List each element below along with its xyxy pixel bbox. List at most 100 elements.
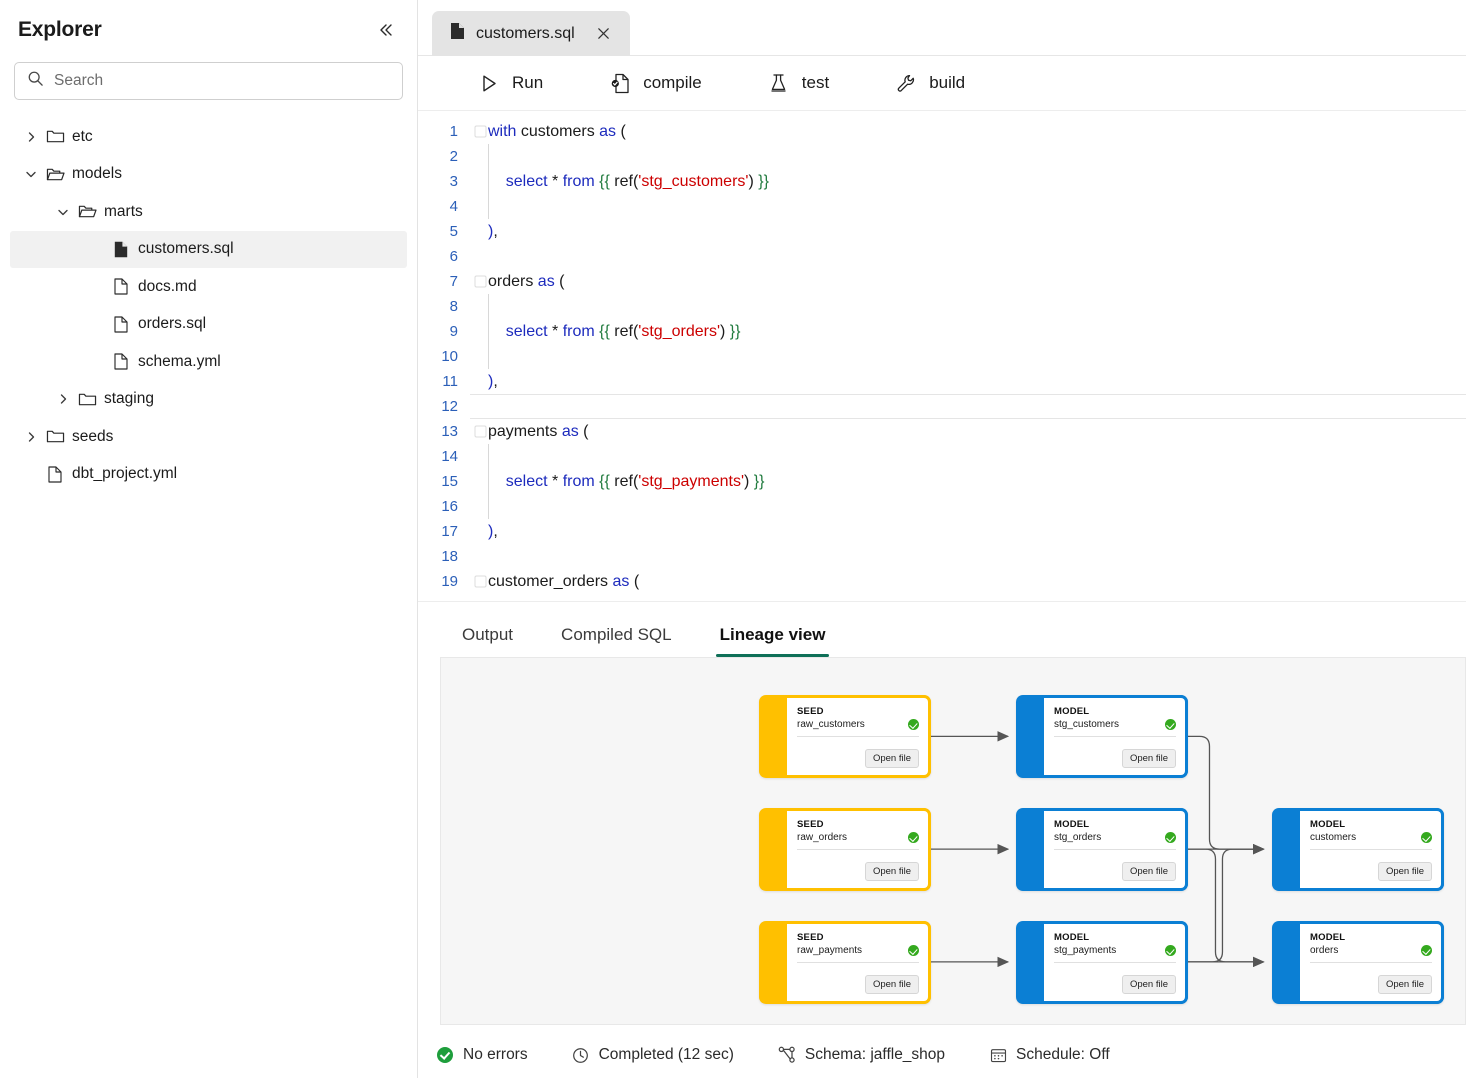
status-label: Schema: jaffle_shop: [804, 1046, 946, 1063]
chevron-right-icon[interactable]: [52, 391, 74, 407]
status-check-icon: [1165, 832, 1176, 843]
status-check-icon: [908, 945, 919, 956]
compile-button[interactable]: compile: [595, 66, 716, 100]
node-footer: Open file: [1310, 975, 1432, 994]
open-file-button[interactable]: Open file: [1121, 862, 1176, 881]
node-name: raw_orders: [797, 832, 848, 843]
results-tab-compiled-sql[interactable]: Compiled SQL: [561, 625, 672, 644]
run-button[interactable]: Run: [464, 66, 557, 100]
lineage-node-stg_customers[interactable]: MODEL stg_customers Open file: [1016, 695, 1188, 778]
line-number: 16: [441, 498, 458, 515]
build-button[interactable]: build: [881, 66, 979, 100]
chevron-down-icon[interactable]: [20, 166, 42, 182]
node-name-row: stg_payments: [1054, 945, 1176, 956]
search-input[interactable]: [54, 72, 390, 90]
code-line[interactable]: 11),: [418, 369, 1466, 394]
lineage-graph[interactable]: SEED raw_customers Open file SEED raw_or…: [440, 657, 1466, 1025]
chevron-down-icon[interactable]: [52, 204, 74, 220]
node-type: SEED: [797, 819, 824, 830]
play-icon: [478, 72, 500, 94]
tab-customers-sql[interactable]: customers.sql: [432, 11, 630, 56]
status-item-no[interactable]: No errors: [436, 1046, 528, 1064]
open-file-button[interactable]: Open file: [1121, 749, 1176, 768]
open-file-button[interactable]: Open file: [864, 749, 919, 768]
node-body: MODEL stg_orders Open file: [1044, 808, 1188, 891]
lineage-node-raw_payments[interactable]: SEED raw_payments Open file: [759, 921, 931, 1004]
lineage-node-raw_orders[interactable]: SEED raw_orders Open file: [759, 808, 931, 891]
code-line[interactable]: 15 select * from {{ ref('stg_payments') …: [418, 469, 1466, 494]
tree-item-docs-md[interactable]: docs.md: [10, 268, 407, 306]
lineage-node-stg_payments[interactable]: MODEL stg_payments Open file: [1016, 921, 1188, 1004]
status-item-completed[interactable]: Completed (12 sec): [572, 1046, 734, 1064]
open-file-button[interactable]: Open file: [864, 862, 919, 881]
node-divider: [1310, 962, 1432, 963]
node-footer: Open file: [797, 862, 919, 881]
tree-item-marts[interactable]: marts: [10, 193, 407, 231]
status-item-schema[interactable]: Schema: jaffle_shop: [778, 1046, 945, 1064]
chevron-right-icon[interactable]: [20, 129, 42, 145]
folder-icon: [74, 391, 100, 408]
lineage-node-stg_orders[interactable]: MODEL stg_orders Open file: [1016, 808, 1188, 891]
tree-item-dbt-project-yml[interactable]: dbt_project.yml: [10, 456, 407, 494]
code-text: ),: [488, 372, 498, 390]
search-box[interactable]: [14, 62, 403, 100]
lineage-node-orders[interactable]: MODEL orders Open file: [1272, 921, 1444, 1004]
open-file-button[interactable]: Open file: [1121, 975, 1176, 994]
fold-toggle-icon[interactable]: [474, 125, 488, 139]
fold-toggle-icon[interactable]: [474, 575, 488, 589]
code-line[interactable]: 5),: [418, 219, 1466, 244]
code-line[interactable]: 14: [418, 444, 1466, 469]
sidebar: Explorer etcmodelsmartscustomers.sqldocs…: [0, 0, 418, 1078]
indent-guide: [488, 344, 489, 369]
code-line[interactable]: 17),: [418, 519, 1466, 544]
chevron-double-left-icon[interactable]: [373, 17, 399, 43]
chevron-right-icon[interactable]: [20, 429, 42, 445]
code-line[interactable]: 2: [418, 144, 1466, 169]
node-accent-bar: [1272, 921, 1300, 1004]
results-tab-output[interactable]: Output: [462, 625, 514, 644]
node-footer: Open file: [797, 749, 919, 768]
test-button[interactable]: test: [754, 66, 843, 100]
tree-item-orders-sql[interactable]: orders.sql: [10, 306, 407, 344]
results-tab-lineage-view[interactable]: Lineage view: [704, 625, 842, 657]
tree-item-seeds[interactable]: seeds: [10, 418, 407, 456]
status-item-schedule[interactable]: Schedule: Off: [989, 1046, 1110, 1064]
node-divider: [1310, 849, 1432, 850]
tree-item-schema-yml[interactable]: schema.yml: [10, 343, 407, 381]
code-line[interactable]: 16: [418, 494, 1466, 519]
lineage-node-customers[interactable]: MODEL customers Open file: [1272, 808, 1444, 891]
node-divider: [1054, 736, 1176, 737]
code-line[interactable]: 9 select * from {{ ref('stg_orders') }}: [418, 319, 1466, 344]
code-line[interactable]: 4: [418, 194, 1466, 219]
code-line[interactable]: 6: [418, 244, 1466, 269]
fold-toggle-icon[interactable]: [474, 425, 488, 439]
status-label: No errors: [463, 1046, 528, 1063]
line-number: 2: [449, 148, 458, 165]
tree-item-etc[interactable]: etc: [10, 118, 407, 156]
lineage-node-raw_customers[interactable]: SEED raw_customers Open file: [759, 695, 931, 778]
indent-guide: [488, 169, 489, 194]
code-line[interactable]: 12: [418, 394, 1466, 419]
close-icon[interactable]: [592, 22, 616, 46]
node-footer: Open file: [1310, 862, 1432, 881]
tree-item-label: orders.sql: [138, 315, 207, 333]
test-label: test: [801, 73, 830, 92]
code-line[interactable]: 8: [418, 294, 1466, 319]
open-file-button[interactable]: Open file: [864, 975, 919, 994]
fold-toggle-icon[interactable]: [474, 275, 488, 289]
open-file-button[interactable]: Open file: [1377, 975, 1432, 994]
code-line[interactable]: 18: [418, 544, 1466, 569]
tree-item-models[interactable]: models: [10, 156, 407, 194]
indent-guide: [488, 444, 489, 469]
tree-item-customers-sql[interactable]: customers.sql: [10, 230, 407, 268]
tree-item-staging[interactable]: staging: [10, 381, 407, 419]
open-file-button[interactable]: Open file: [1377, 862, 1432, 881]
code-line[interactable]: 10: [418, 344, 1466, 369]
code-line[interactable]: 3 select * from {{ ref('stg_customers') …: [418, 169, 1466, 194]
